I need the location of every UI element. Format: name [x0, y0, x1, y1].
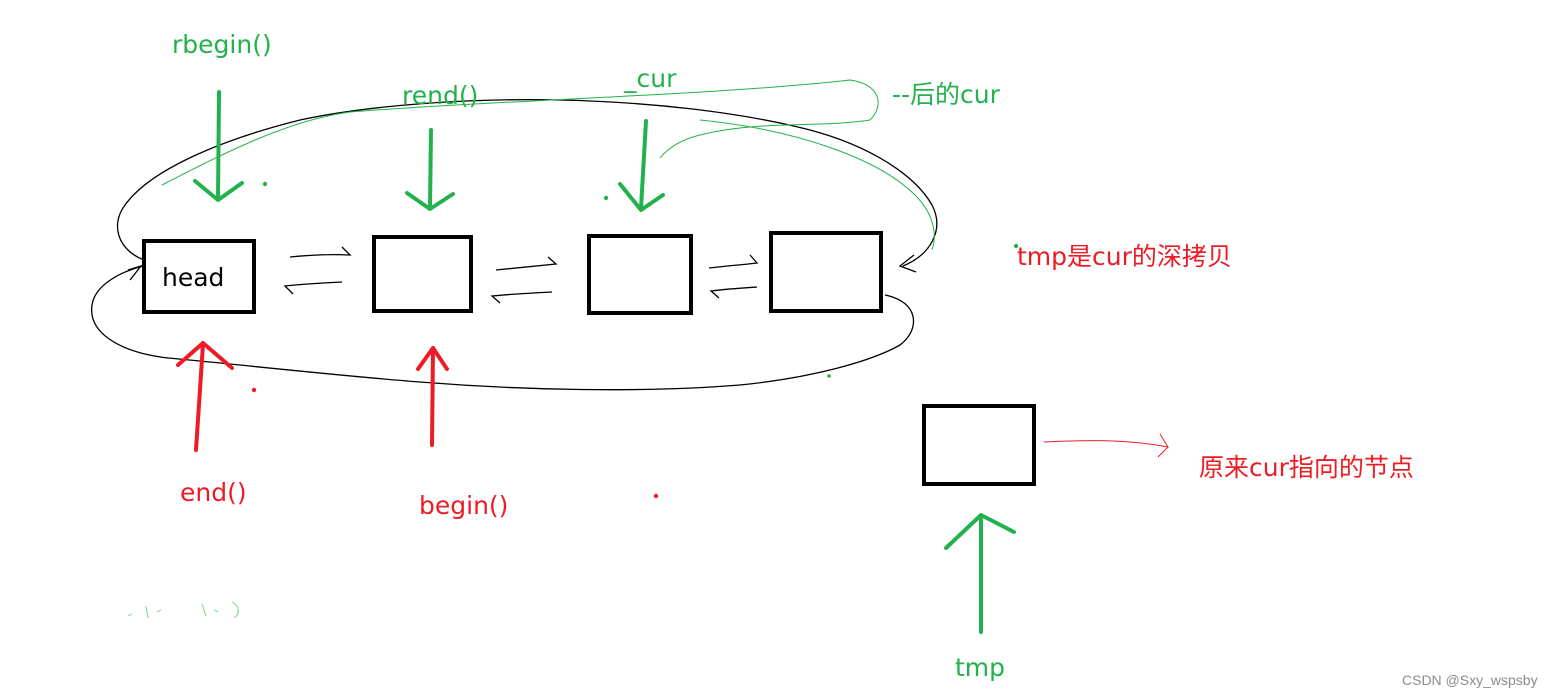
node-head [142, 239, 256, 314]
stray-dot [262, 181, 268, 187]
original-node-arrow [1043, 433, 1170, 458]
begin-label: begin() [419, 491, 509, 520]
rend-label: rend() [402, 81, 479, 110]
link-node2-node3 [490, 256, 558, 304]
decrement-arc-right [699, 119, 935, 251]
watermark: CSDN @Sxy_wspsby [1402, 672, 1538, 688]
stray-dot [251, 387, 257, 393]
end-label: end() [180, 478, 247, 507]
stray-dot [827, 374, 831, 378]
rbegin-label: rbegin() [172, 30, 272, 59]
node-original-cur [922, 404, 1036, 486]
tmp-arrow [944, 513, 1016, 634]
node-3 [587, 234, 693, 315]
rbegin-arrow [193, 90, 244, 202]
cur-label: _cur [624, 64, 677, 93]
outer-loop-top-arrow [898, 254, 917, 273]
stray-dot [653, 493, 659, 499]
node-2 [372, 235, 473, 313]
begin-arrow [416, 346, 449, 447]
head-label: head [162, 263, 225, 292]
tmp-deep-copy-label: tmp是cur的深拷贝 [1017, 242, 1232, 271]
tmp-label: tmp [955, 653, 1006, 682]
stray-dot [1013, 243, 1019, 249]
node-4 [769, 231, 883, 313]
after-decrement-cur-label: --后的cur [892, 80, 1000, 109]
rend-arrow [405, 128, 455, 211]
link-node3-node4 [708, 254, 759, 299]
outer-loop-bottom-arrow [127, 264, 143, 281]
end-arrow [176, 341, 234, 452]
decrement-arc-top [161, 79, 879, 186]
cur-arrow [618, 119, 665, 212]
stray-scribble [127, 601, 239, 619]
original-node-label: 原来cur指向的节点 [1199, 453, 1414, 482]
stray-dot [603, 195, 609, 201]
link-head-node2 [283, 246, 352, 295]
outer-loop-bottom [91, 265, 915, 391]
